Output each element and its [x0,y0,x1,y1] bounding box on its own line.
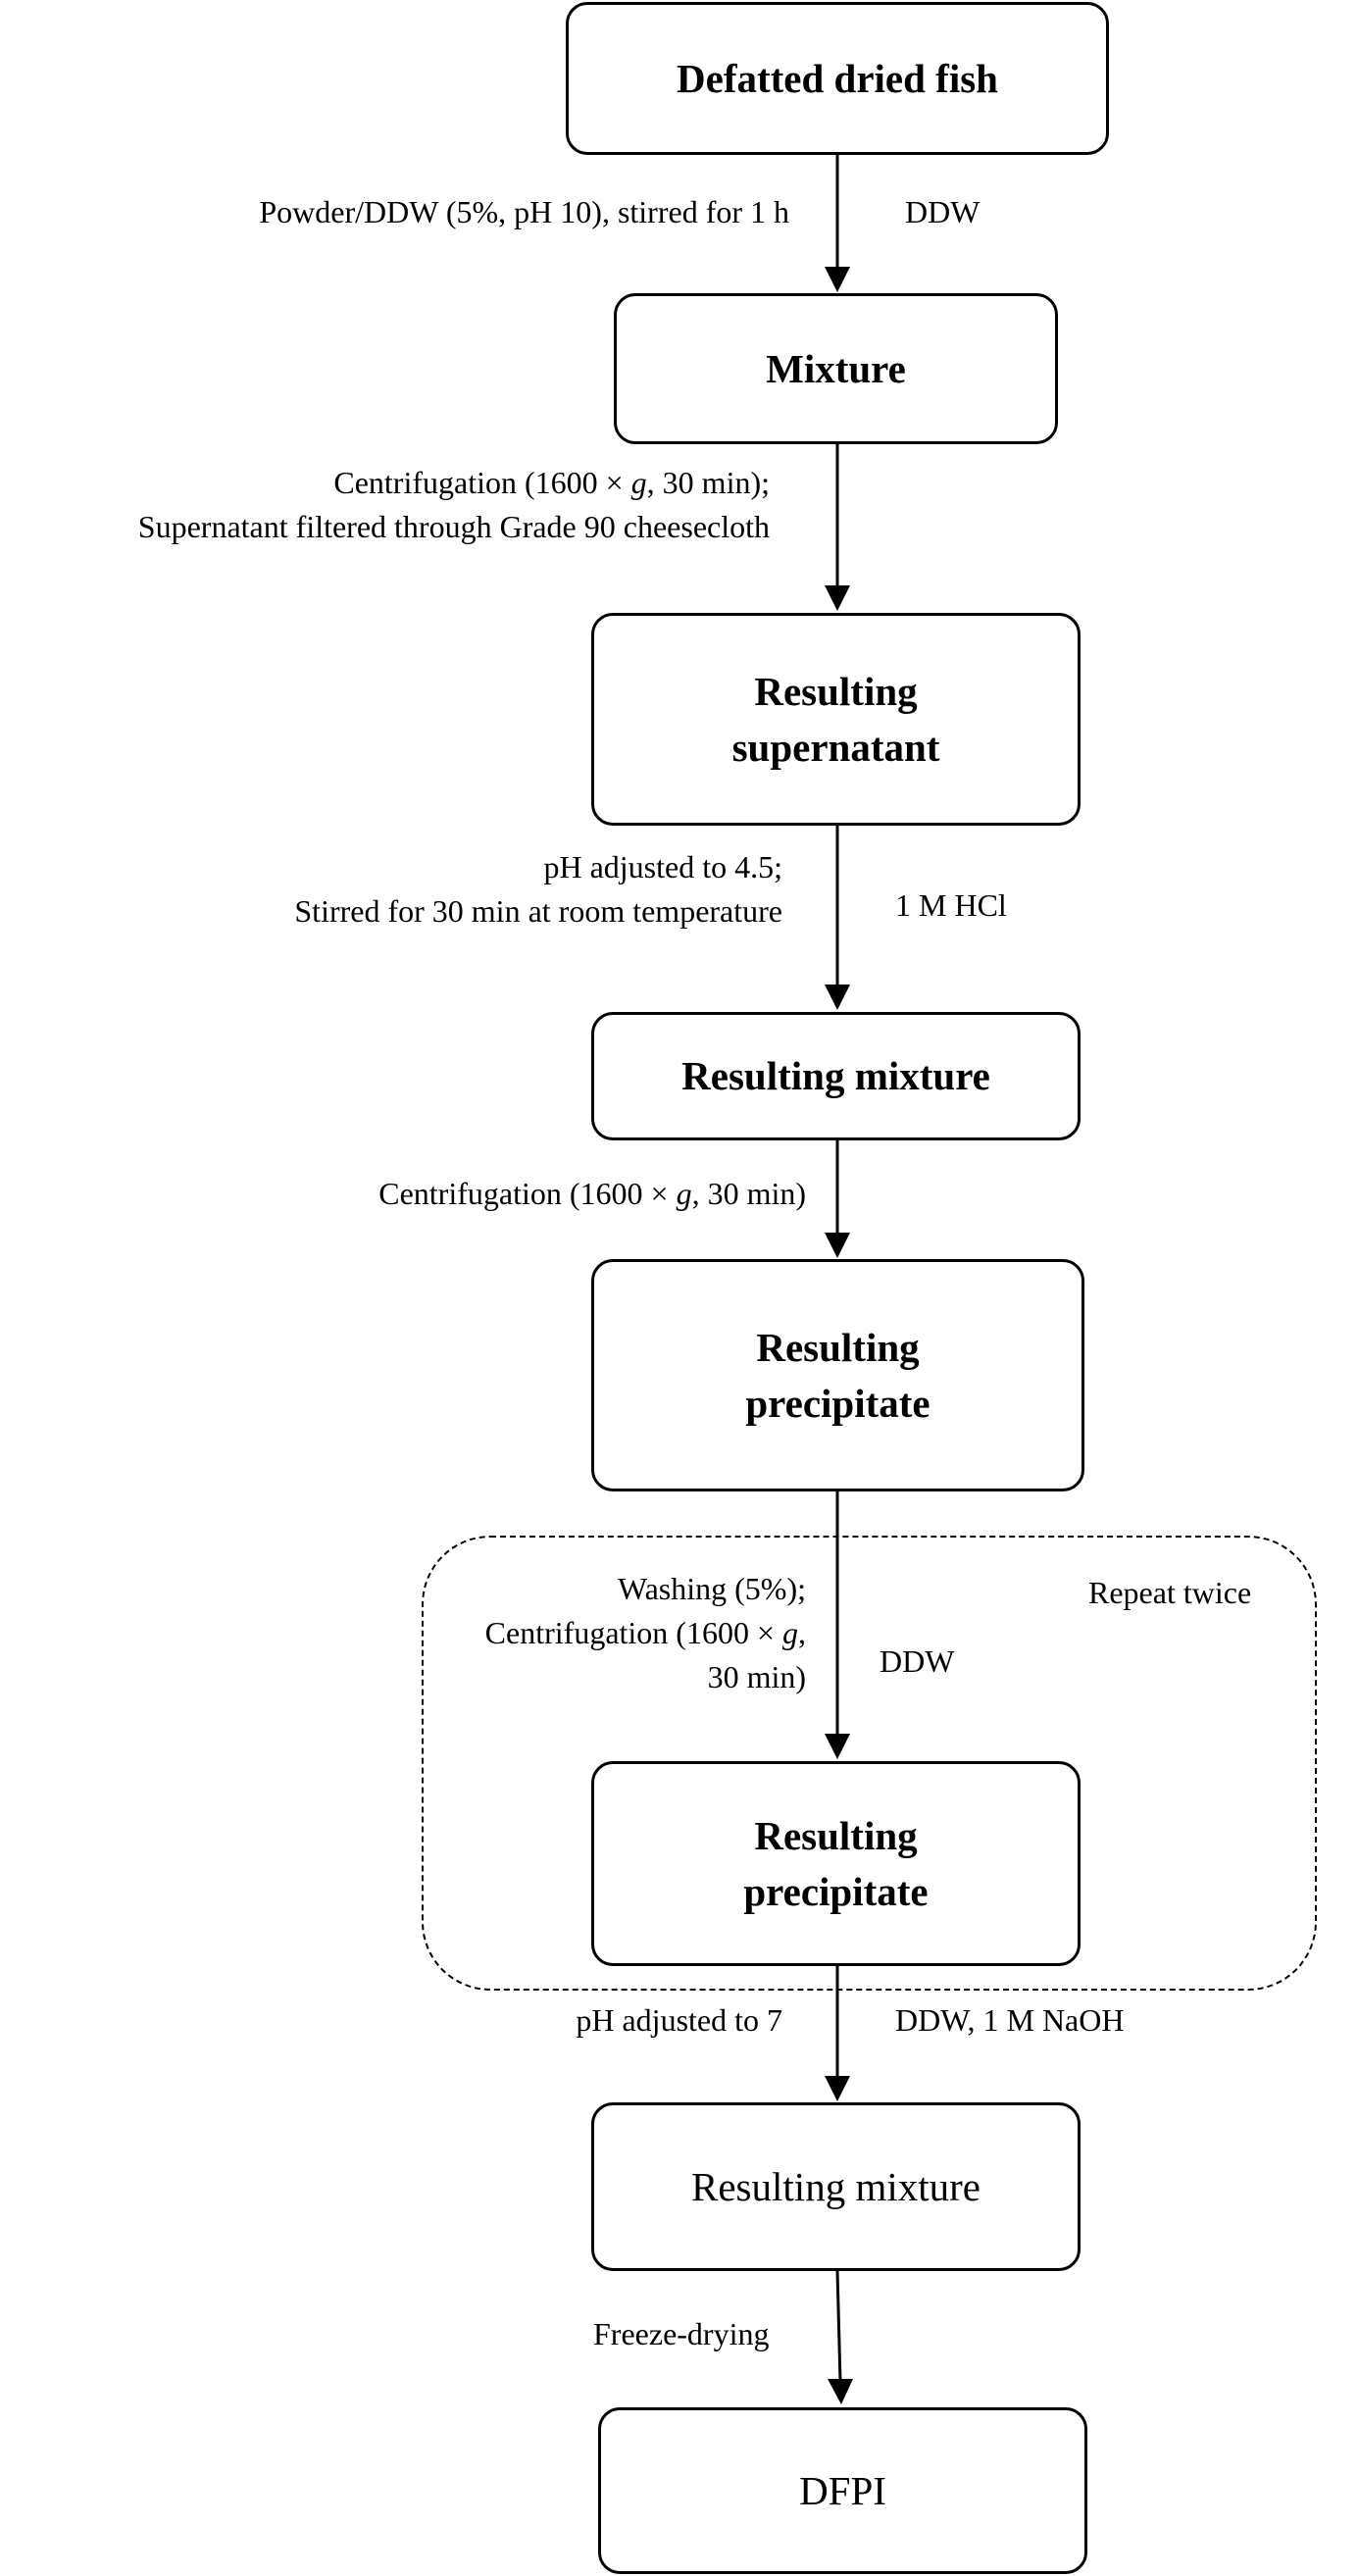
step-7-conditions: Freeze-drying [593,2312,769,2356]
arrow-7-shaft [835,2270,842,2383]
box-label: Resulting mixture [681,1053,990,1099]
box-resulting-mixture-1: Resulting mixture [591,1012,1081,1140]
step-5-conditions: Washing (5%); Centrifugation (1600 × g, … [485,1567,806,1698]
box-label: Resulting precipitate [745,1324,930,1426]
arrow-5-head [825,1734,850,1759]
box-defatted-dried-fish: Defatted dried fish [566,2,1109,155]
step-2-condition-line: Supernatant filtered through Grade 90 ch… [137,508,770,544]
step-1-conditions: Powder/DDW (5%, pH 10), stirred for 1 h [259,190,789,234]
arrow-5 [825,1491,850,1759]
box-label: Resulting precipitate [743,1812,929,1914]
box-label: Mixture [766,345,906,391]
arrow-7 [828,2270,853,2404]
repeat-group-frame [422,1536,1317,1991]
step-5-condition-line: 30 min) [707,1658,806,1694]
box-label: Resulting mixture [691,2163,981,2209]
step-7-condition-line: Freeze-drying [593,2316,770,2351]
arrow-2 [825,444,850,611]
step-6-conditions: pH adjusted to 7 [576,1998,782,2043]
step-6-condition-line: pH adjusted to 7 [576,2002,782,2038]
box-label: Defatted dried fish [677,55,998,101]
box-resulting-precipitate-1: Resulting precipitate [591,1259,1084,1491]
step-3-reagent: 1 M HCl [895,887,1007,923]
g-force-symbol: g [782,1614,798,1650]
arrow-3 [825,826,850,1010]
repeat-group-label: Repeat twice [1088,1575,1252,1610]
box-mixture: Mixture [614,293,1058,444]
arrow-7-head [828,2379,853,2404]
step-4-conditions: Centrifugation (1600 × g, 30 min) [378,1172,806,1216]
step-5-condition-line: Washing (5%); [617,1571,806,1606]
box-dfpi: DFPI [598,2407,1087,2574]
step-1-condition-line: Powder/DDW (5%, pH 10), stirred for 1 h [259,194,789,229]
step-3-condition-line: Stirred for 30 min at room temperature [294,892,782,929]
step-4-condition-line: Centrifugation (1600 × g, 30 min) [378,1176,806,1211]
box-label: DFPI [799,2467,886,2513]
box-resulting-precipitate-2: Resulting precipitate [591,1761,1081,1966]
step-2-condition-line: Centrifugation (1600 × g, 30 min); [333,465,770,500]
box-label: Resulting supernatant [731,668,940,770]
arrow-1-head [825,267,850,292]
g-force-symbol: g [676,1176,692,1211]
step-5-condition-line: Centrifugation (1600 × g, [484,1614,806,1650]
g-force-symbol: g [630,465,647,500]
step-3-conditions: pH adjusted to 4.5; Stirred for 30 min a… [294,845,782,934]
arrow-3-head [825,985,850,1010]
arrow-6 [825,1966,850,2101]
arrow-2-head [825,585,850,611]
step-5-reagent: DDW [880,1643,955,1679]
arrow-4 [825,1140,850,1258]
step-1-reagent: DDW [905,194,981,229]
step-6-reagent: DDW, 1 M NaOH [895,2002,1125,2038]
arrow-6-head [825,2076,850,2101]
step-2-conditions: Centrifugation (1600 × g, 30 min); Super… [138,461,770,549]
arrow-1 [825,155,850,292]
arrow-4-head [825,1233,850,1258]
box-resulting-mixture-2: Resulting mixture [591,2102,1081,2271]
step-3-condition-line: pH adjusted to 4.5; [543,849,782,884]
box-resulting-supernatant: Resulting supernatant [591,613,1081,826]
